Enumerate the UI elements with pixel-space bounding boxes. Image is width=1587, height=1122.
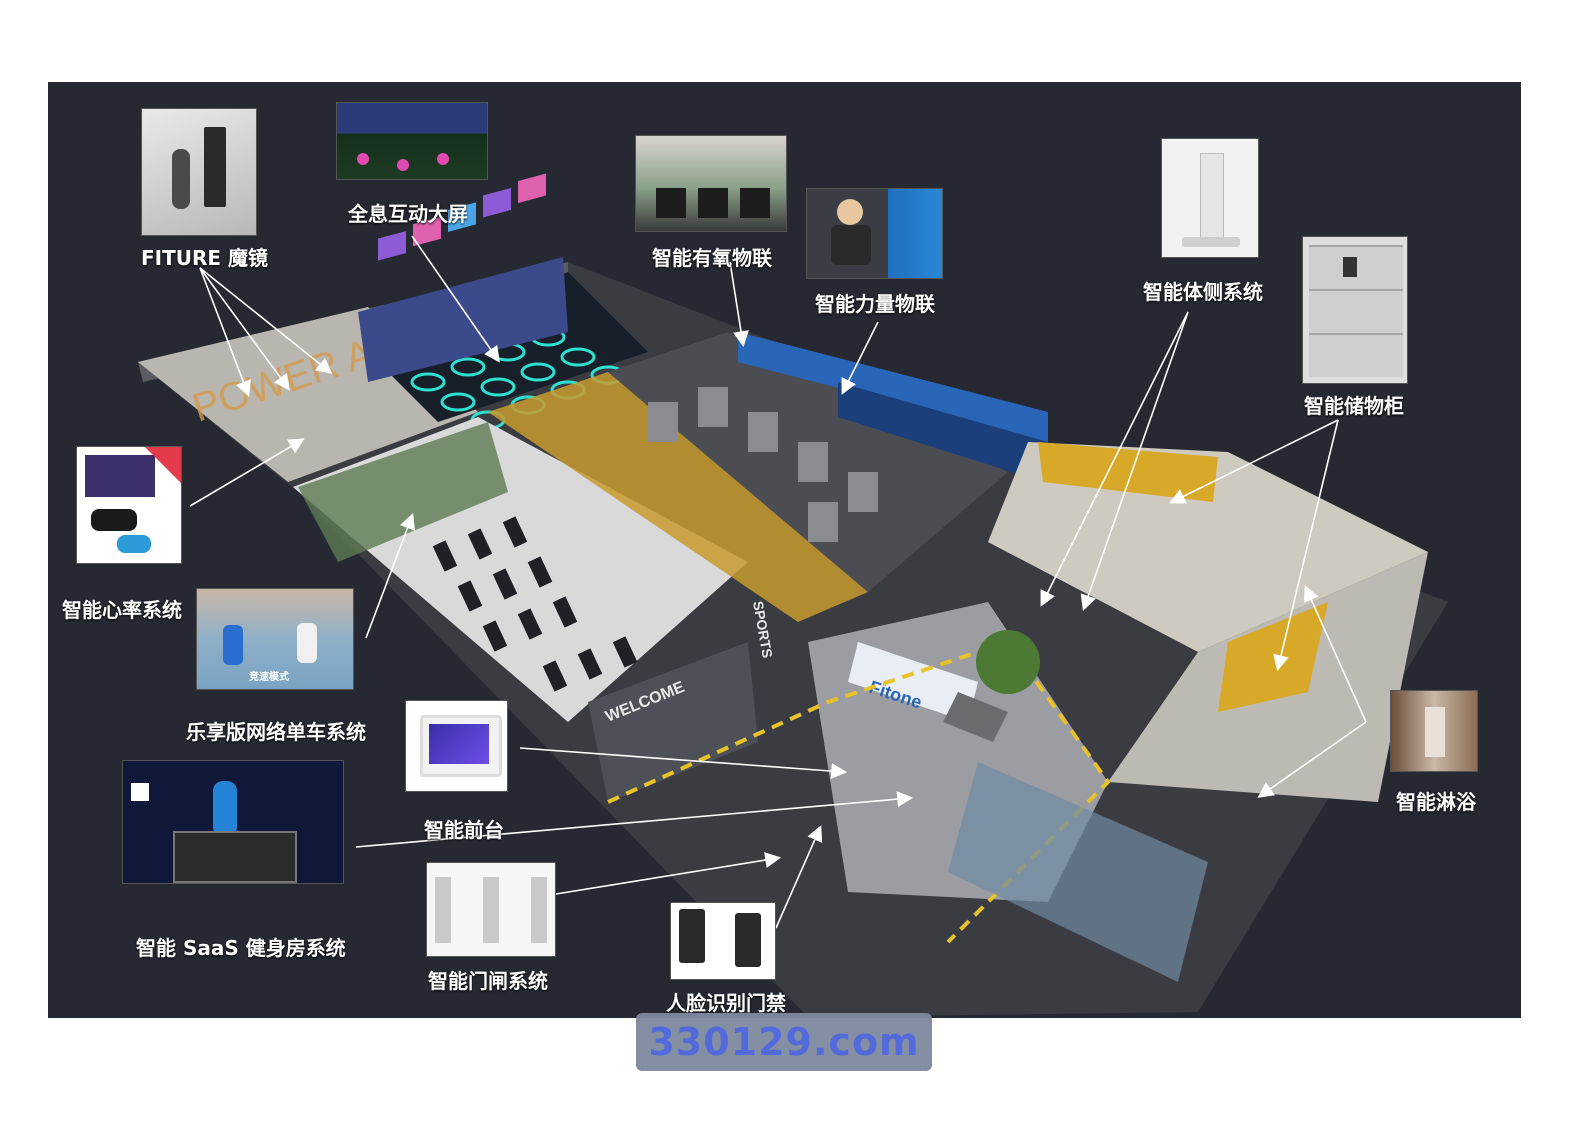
- cardio-screens: [738, 332, 1048, 442]
- spin-bikes: [432, 516, 638, 692]
- cardio-iot-thumb: [635, 135, 787, 232]
- smart-locker-thumb: [1302, 236, 1408, 384]
- label-gate-system: 智能门闸系统: [428, 969, 548, 993]
- label-face-access: 人脸识别门禁: [666, 991, 786, 1015]
- front-desk-thumb: [405, 700, 508, 792]
- glass-storefront: [948, 762, 1208, 982]
- saas-system-thumb: [122, 760, 344, 884]
- gym-layout-diagram: POWER AREA: [48, 82, 1521, 1018]
- label-cardio-iot: 智能有氧物联: [652, 246, 772, 270]
- watermark: 330129.com: [636, 1013, 932, 1071]
- race-mode-text: 竞速模式: [249, 672, 289, 683]
- fitone-sign: [848, 642, 978, 722]
- fiture-mirror-thumb: [141, 108, 257, 236]
- body-measure-thumb: [1161, 138, 1259, 258]
- lobby-sofa: [943, 692, 1008, 742]
- gate-system-thumb: [426, 862, 556, 957]
- bike-system-thumb: 竞速模式: [196, 588, 354, 690]
- holo-screen-tiles: [378, 173, 546, 261]
- label-smart-locker: 智能储物柜: [1304, 394, 1404, 418]
- label-fiture-mirror: FITURE 魔镜: [141, 246, 269, 270]
- label-holo-screen: 全息互动大屏: [348, 202, 468, 226]
- label-smart-shower: 智能淋浴: [1396, 790, 1476, 814]
- heart-rate-thumb: [76, 446, 182, 564]
- label-bike-system: 乐享版网络单车系统: [186, 720, 366, 744]
- face-access-thumb: [670, 902, 776, 980]
- strength-screens: [838, 382, 1048, 482]
- watermark-text: 330129.com: [648, 1020, 920, 1064]
- strength-iot-thumb: [806, 188, 943, 279]
- label-heart-rate: 智能心率系统: [62, 598, 182, 622]
- machines: [648, 387, 878, 542]
- label-strength-iot: 智能力量物联: [815, 292, 935, 316]
- lobby-tree: [976, 630, 1040, 694]
- yellow-walkway: [488, 372, 868, 622]
- holo-screen-thumb: [336, 102, 488, 180]
- smart-shower-thumb: [1390, 690, 1478, 772]
- label-front-desk: 智能前台: [424, 818, 504, 842]
- label-saas-system: 智能 SaaS 健身房系统: [136, 936, 346, 960]
- cycling-room-window: [298, 422, 508, 562]
- label-body-measure: 智能体侧系统: [1143, 280, 1263, 304]
